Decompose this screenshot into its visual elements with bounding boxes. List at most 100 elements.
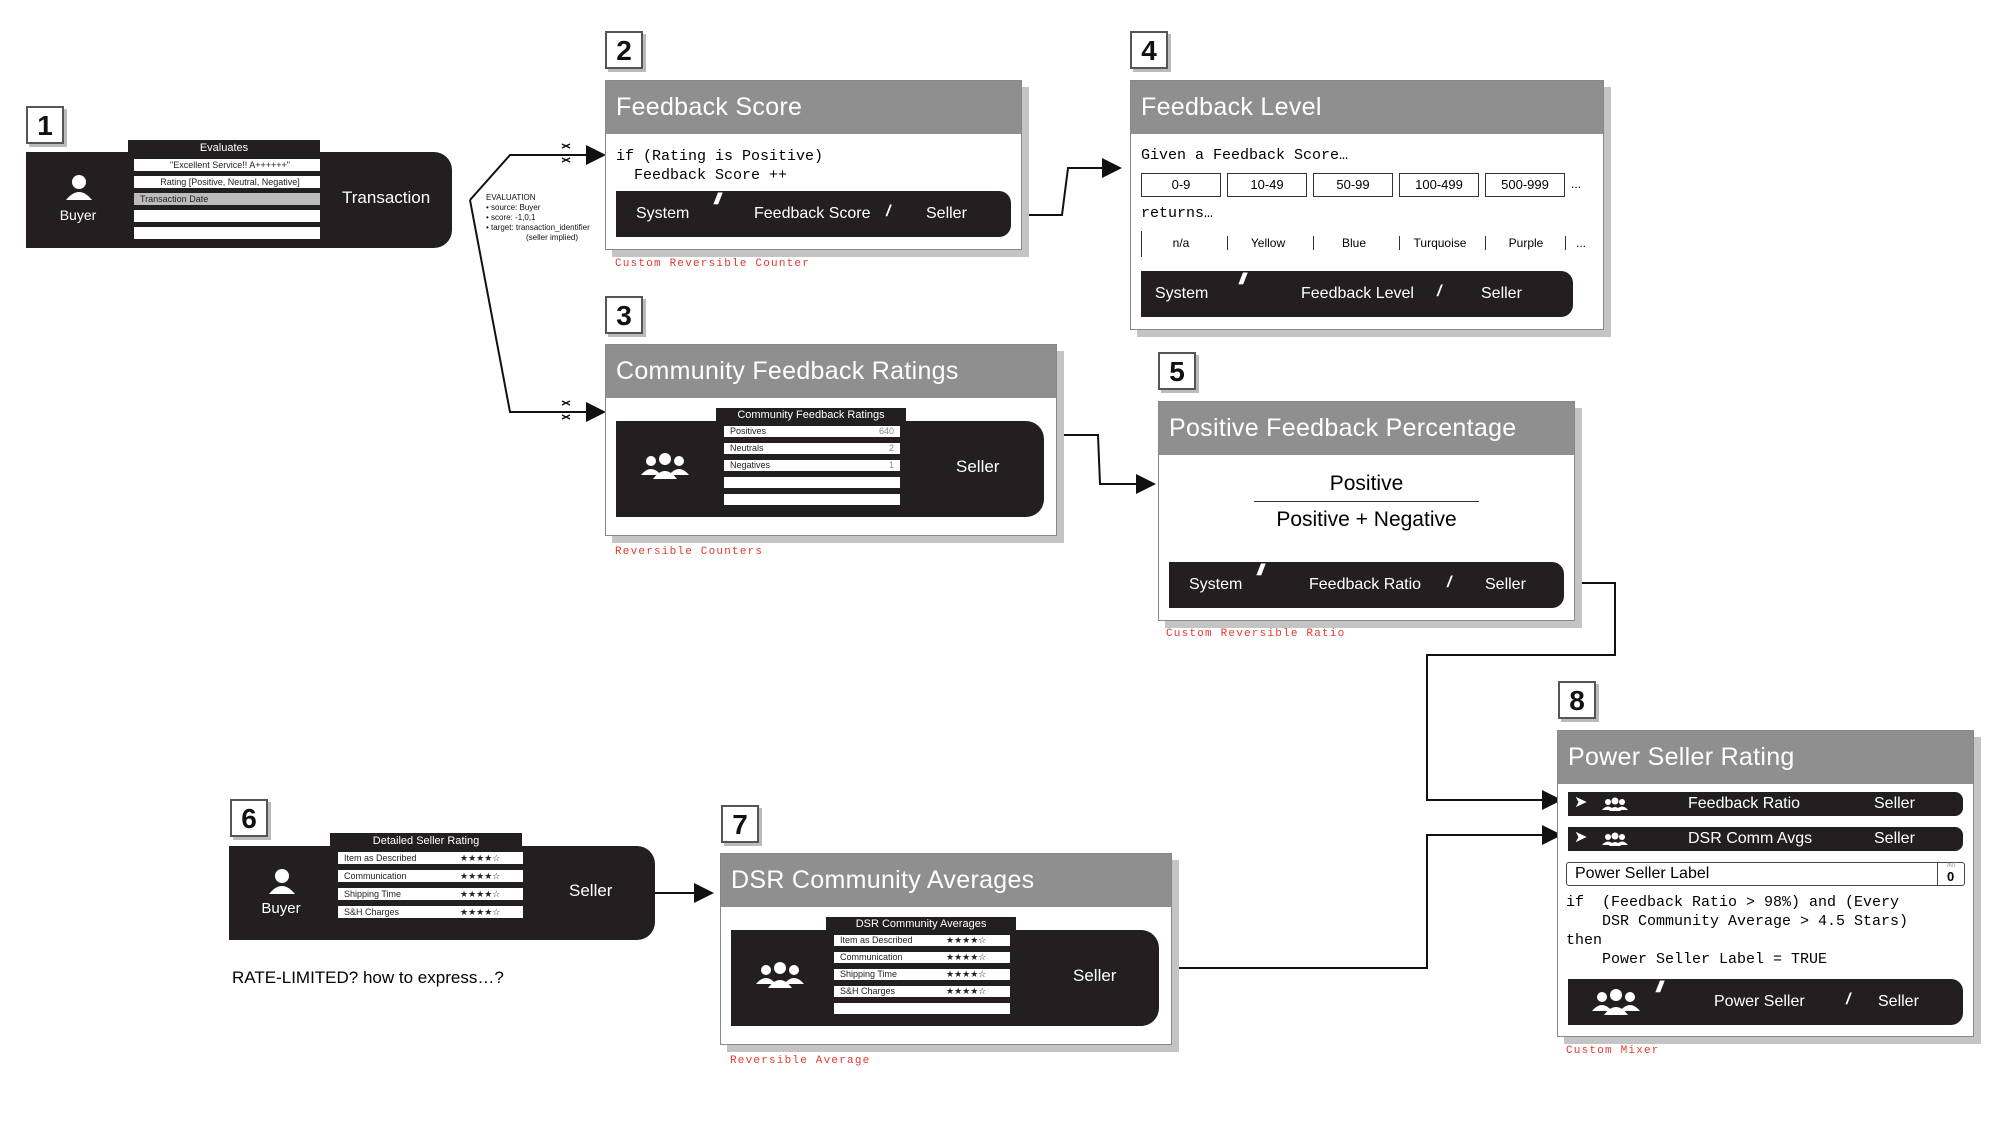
seller-label: Seller [956, 457, 1000, 476]
range-cell: 50-99 [1313, 173, 1393, 197]
dsr-row: Communication★★★★☆ [338, 870, 523, 882]
evaluation-rating-row: Rating [Positive, Neutral, Negative] [134, 176, 320, 188]
panel-title: Positive Feedback Percentage [1159, 402, 1574, 455]
caption: Custom Mixer [1566, 1045, 1660, 1057]
fraction-line [1254, 501, 1479, 502]
detailed-rating-card: Buyer Seller [229, 846, 655, 940]
caption: Reversible Counters [615, 546, 764, 558]
color-row [1141, 231, 1572, 257]
step-number-7: 7 [721, 805, 759, 843]
panel-title: Feedback Score [606, 81, 1021, 134]
evaluates-tab: Evaluates [128, 140, 320, 156]
line-2-to-4 [1008, 158, 1122, 216]
panel-title: DSR Community Averages [721, 854, 1171, 907]
empty-row [834, 1003, 1010, 1014]
dsr-averages-tab: DSR Community Averages [826, 917, 1016, 932]
user-icon [66, 175, 92, 200]
group-icon [1602, 797, 1628, 811]
dsr-row: Shipping Time★★★★☆ [338, 888, 523, 900]
step-number-1: 1 [26, 106, 64, 144]
caption: Custom Reversible Ratio [1166, 628, 1346, 640]
feedback-score-panel: Feedback Score if (Rating is Positive) F… [605, 80, 1022, 250]
empty-row [724, 494, 900, 505]
group-icon [641, 453, 689, 479]
line-1-to-2 [469, 145, 606, 201]
system-bar: System /// Feedback Ratio / Seller [1169, 562, 1564, 608]
dsr-averages-panel: DSR Community Averages Seller DSR Commun… [720, 853, 1172, 1045]
panel-title: Community Feedback Ratings [606, 345, 1056, 398]
range-more: ... [1571, 177, 1582, 191]
line-3-to-5 [1038, 434, 1156, 494]
line-7-to-8 [1155, 825, 1562, 969]
step-number-2: 2 [605, 31, 643, 69]
buyer-label: Buyer [59, 207, 97, 223]
transaction-label: Transaction [342, 188, 431, 207]
range-cell: 500-999 [1485, 173, 1565, 197]
evaluation-date-row: Transaction Date [134, 193, 320, 205]
line-1-to-3 [469, 199, 606, 422]
returns-text: returns… [1141, 205, 1214, 222]
dsr-row: Item as Described★★★★☆ [834, 935, 1010, 946]
given-text: Given a Feedback Score… [1141, 147, 1349, 164]
caption: Custom Reversible Counter [615, 258, 811, 270]
panel-title: Power Seller Rating [1558, 731, 1973, 784]
power-seller-label-field: Power Seller Label INT 0 [1566, 862, 1965, 886]
step-number-8: 8 [1558, 681, 1596, 719]
step-number-5: 5 [1158, 352, 1196, 390]
level-color: Turquoise [1399, 236, 1480, 250]
int-field-value: INT 0 [1937, 863, 1964, 885]
seller-label: Seller [569, 881, 613, 900]
step-number-6: 6 [230, 799, 268, 837]
ratio-numerator: Positive [1329, 472, 1404, 495]
group-icon [1592, 989, 1640, 1015]
system-bar: System /// Feedback Level / Seller [1141, 271, 1573, 317]
ratio-denominator: Positive + Negative [1276, 508, 1457, 531]
level-color: Blue [1313, 236, 1394, 250]
power-seller-rule: if (Feedback Ratio > 98%) and (Every DSR… [1566, 894, 1909, 968]
input-feedback-ratio: ➤ Feedback Ratio Seller [1568, 792, 1963, 816]
level-color: Yellow [1227, 236, 1308, 250]
step-number-4: 4 [1130, 31, 1168, 69]
range-cell: 0-9 [1141, 173, 1221, 197]
buyer-label: Buyer [261, 900, 301, 917]
ratings-tab: Community Feedback Ratings [716, 408, 906, 423]
feedback-score-rule: if (Rating is Positive) Feedback Score +… [616, 148, 824, 184]
level-color: n/a [1172, 236, 1190, 250]
feedback-level-panel: Feedback Level Given a Feedback Score… 0… [1130, 80, 1604, 330]
step-number-3: 3 [605, 296, 643, 334]
rate-limit-note: RATE-LIMITED? how to express…? [232, 968, 504, 987]
dsr-row: Item as Described★★★★☆ [338, 852, 523, 864]
level-color: Purple [1485, 236, 1566, 250]
input-dsr-averages: ➤ DSR Comm Avgs Seller [1568, 827, 1963, 851]
range-cell: 10-49 [1227, 173, 1307, 197]
panel-title: Feedback Level [1131, 81, 1603, 134]
community-ratings-panel: Community Feedback Ratings Seller Commun… [605, 344, 1057, 536]
group-icon [1602, 832, 1628, 846]
positive-percentage-panel: Positive Feedback Percentage Positive Po… [1158, 401, 1575, 621]
caption: Reversible Average [730, 1055, 871, 1067]
range-cell: 100-499 [1399, 173, 1479, 197]
detailed-rating-tab: Detailed Seller Rating [330, 833, 522, 849]
dsr-row: S&H Charges★★★★☆ [834, 986, 1010, 997]
arrow-right-icon: ➤ [1574, 794, 1588, 811]
user-icon [269, 869, 295, 894]
dsr-row: S&H Charges★★★★☆ [338, 906, 523, 918]
evaluation-empty-row [134, 227, 320, 239]
evaluation-empty-row [134, 210, 320, 222]
evaluation-note: EVALUATION • source: Buyer • score: -1,0… [486, 193, 590, 242]
group-icon [756, 962, 804, 988]
system-bar: System /// Feedback Score / Seller [616, 191, 1011, 237]
dsr-row: Shipping Time★★★★☆ [834, 969, 1010, 980]
level-color-more: ... [1565, 236, 1596, 250]
dsr-row: Communication★★★★☆ [834, 952, 1010, 963]
empty-row [724, 477, 900, 488]
power-seller-bar: /// Power Seller / Seller [1568, 979, 1963, 1025]
arrow-right-icon: ➤ [1574, 829, 1588, 846]
evaluation-comment-row: "Excellent Service!! A++++++" [134, 159, 320, 171]
line-5-to-8 [1426, 582, 1616, 810]
